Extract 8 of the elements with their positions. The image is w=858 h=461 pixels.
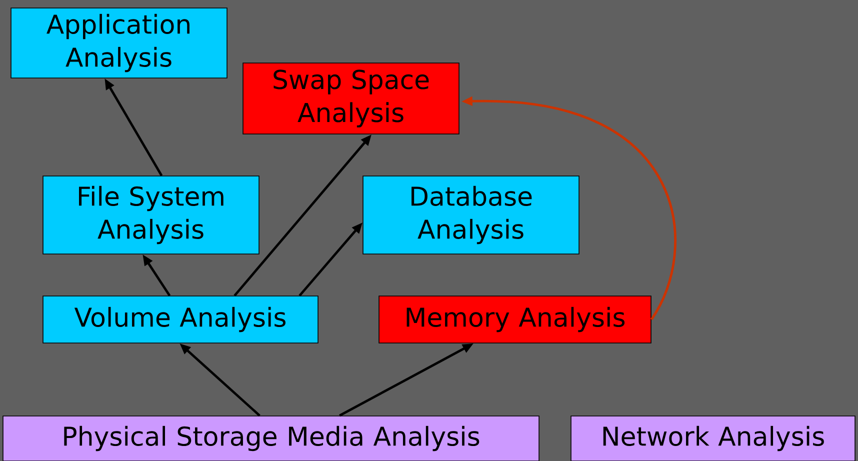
process-box: Physical Storage Media Analysis (2, 416, 540, 461)
process-box: Application Analysis (10, 8, 228, 78)
process-box: Database Analysis (362, 176, 580, 254)
process-box: Swap Space Analysis (242, 62, 460, 134)
process-box: File System Analysis (42, 176, 260, 254)
process-box: Memory Analysis (378, 296, 652, 344)
process-box: Network Analysis (570, 416, 856, 461)
process-box: Volume Analysis (42, 296, 318, 344)
